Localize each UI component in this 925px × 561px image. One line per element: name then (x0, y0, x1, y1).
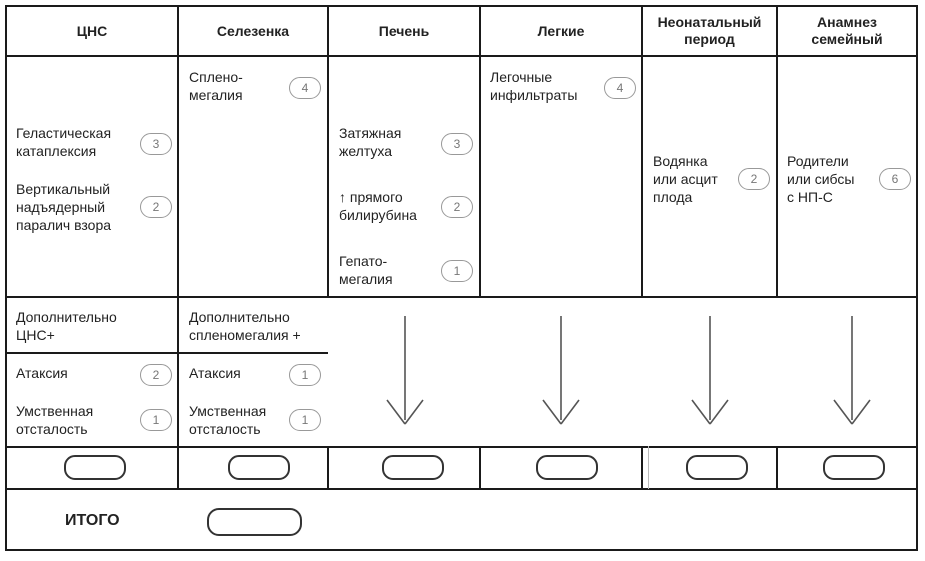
table-border-top (5, 5, 918, 7)
down-arrow-icon (833, 316, 871, 425)
col-divider-2-sum (327, 446, 329, 489)
header-spleen: Селезенка (216, 22, 290, 39)
col-divider-1 (177, 5, 179, 489)
sum-box-liver[interactable] (382, 455, 444, 480)
total-row-top (5, 488, 918, 490)
cns-item-gelastic-cataplexy: Геластическая катаплексия (16, 125, 112, 159)
neonatal-score-hydrops: 2 (738, 168, 770, 190)
liver-score-prolonged-jaundice: 3 (441, 133, 473, 155)
header-liver: Печень (378, 22, 430, 39)
lungs-item-pulmonary-infiltrates: Легочные инфильтраты (490, 69, 578, 103)
down-arrow-icon (542, 316, 580, 425)
spleen-extra-ataxia: Атаксия (189, 365, 241, 381)
extra-title-divider (5, 352, 328, 354)
neonatal-item-hydrops: Водянка или асцит плода (653, 153, 718, 205)
liver-item-hepatomegaly: Гепато- мегалия (339, 253, 393, 287)
spleen-item-splenomegaly: Сплено- мегалия (189, 69, 243, 103)
liver-item-direct-bilirubin: ↑ прямого билирубина (339, 189, 417, 223)
sum-box-spleen[interactable] (228, 455, 290, 480)
header-family: Анамнез семейный (811, 14, 883, 47)
total-box[interactable] (207, 508, 302, 536)
col-divider-5-sum (776, 446, 778, 489)
liver-score-direct-bilirubin: 2 (441, 196, 473, 218)
spleen-score-splenomegaly: 4 (289, 77, 321, 99)
cns-extra-ataxia: Атаксия (16, 365, 68, 381)
sum-box-cns[interactable] (64, 455, 126, 480)
sum-box-lungs[interactable] (536, 455, 598, 480)
col-divider-4 (641, 5, 643, 298)
cns-extra-mental-retardation: Умственная отсталость (16, 403, 94, 437)
family-score-parents-siblings: 6 (879, 168, 911, 190)
cns-extra-score-ataxia: 2 (140, 364, 172, 386)
liver-score-hepatomegaly: 1 (441, 260, 473, 282)
cns-item-vertical-gaze-palsy: Вертикальный надъядерный паралич взора (16, 181, 112, 233)
liver-item-prolonged-jaundice: Затяжная желтуха (339, 125, 402, 159)
col-divider-3 (479, 5, 481, 298)
criteria-divider (5, 296, 918, 298)
family-item-parents-siblings: Родители или сибсы с НП-С (787, 153, 855, 205)
col-divider-5 (776, 5, 778, 298)
header-divider (5, 55, 918, 57)
header-neonatal: Неонатальный период (657, 14, 762, 47)
down-arrow-icon (691, 316, 729, 425)
col-divider-4-sum (641, 446, 643, 489)
table-border-right (916, 5, 918, 551)
spleen-extra-score-mental-retardation: 1 (289, 409, 321, 431)
table-border-left (5, 5, 7, 551)
lungs-score-pulmonary-infiltrates: 4 (604, 77, 636, 99)
total-label: ИТОГО (65, 512, 120, 529)
spleen-extra-score-ataxia: 1 (289, 364, 321, 386)
down-arrow-icon (386, 316, 424, 425)
col-divider-4b-sum (648, 446, 649, 489)
table-border-bottom (5, 549, 918, 551)
cns-extra-score-mental-retardation: 1 (140, 409, 172, 431)
spleen-extra-mental-retardation: Умственная отсталость (189, 403, 267, 437)
sum-box-neonatal[interactable] (686, 455, 748, 480)
cns-score-gelastic-cataplexy: 3 (140, 133, 172, 155)
col-divider-3-sum (479, 446, 481, 489)
spleen-extra-title: Дополнительно спленомегалия + (189, 309, 301, 343)
sum-box-family[interactable] (823, 455, 885, 480)
col-divider-2 (327, 5, 329, 298)
header-cns: ЦНС (76, 22, 108, 39)
cns-score-vertical-gaze-palsy: 2 (140, 196, 172, 218)
cns-extra-title: Дополнительно ЦНС+ (16, 309, 117, 343)
header-lungs: Легкие (537, 22, 585, 39)
sum-row-top (5, 446, 918, 448)
